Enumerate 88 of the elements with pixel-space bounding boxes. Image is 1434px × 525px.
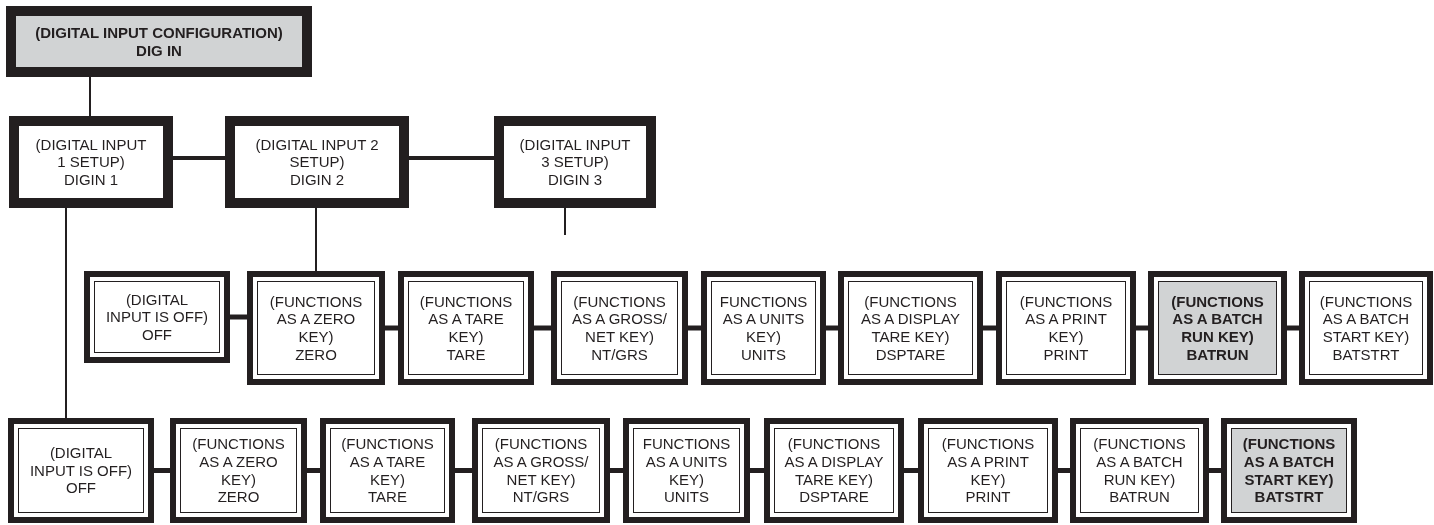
menu-code: DIG IN bbox=[136, 41, 182, 60]
menu-code: DIGIN 2 bbox=[289, 170, 345, 189]
menu-box bbox=[9, 116, 173, 208]
menu-code: DSPTARE bbox=[875, 345, 946, 364]
menu-box bbox=[701, 271, 826, 385]
connector-line bbox=[826, 325, 838, 331]
menu-code: DSPTARE bbox=[799, 488, 869, 506]
connector-line bbox=[610, 468, 623, 473]
menu-description: (FUNCTIONS AS A TARE KEY) bbox=[340, 435, 435, 489]
connector-line bbox=[1287, 325, 1299, 331]
connector-line bbox=[1209, 468, 1221, 473]
menu-box bbox=[1148, 271, 1287, 385]
connector-line bbox=[65, 207, 67, 419]
menu-box bbox=[1070, 418, 1209, 523]
menu-description: (FUNCTIONS AS A BATCH START KEY) bbox=[1318, 292, 1414, 346]
menu-box bbox=[247, 271, 385, 385]
menu-description: (FUNCTIONS AS A ZERO KEY) bbox=[191, 435, 286, 489]
menu-box bbox=[494, 116, 656, 208]
connector-line bbox=[307, 468, 320, 473]
menu-box bbox=[551, 271, 688, 385]
connector-line bbox=[750, 468, 764, 473]
menu-description: (DIGITAL INPUT IS OFF) bbox=[104, 290, 210, 326]
connector-line bbox=[904, 468, 918, 473]
menu-code: BATRUN bbox=[1109, 488, 1170, 506]
connector-line bbox=[983, 325, 996, 331]
menu-description: (FUNCTIONS AS A TARE KEY) bbox=[418, 292, 514, 346]
connector-line bbox=[534, 325, 551, 331]
menu-box bbox=[225, 116, 409, 208]
menu-description: (FUNCTIONS AS A BATCH RUN KEY) bbox=[1092, 435, 1187, 489]
menu-code: DIGIN 1 bbox=[63, 170, 119, 189]
menu-box bbox=[398, 271, 534, 385]
connector-line bbox=[409, 156, 494, 160]
connector-line bbox=[230, 314, 247, 320]
connector-line bbox=[315, 207, 317, 272]
menu-code: BATSTRT bbox=[1332, 345, 1400, 364]
menu-description: (FUNCTIONS AS A GROSS/ NET KEY) bbox=[492, 435, 590, 489]
connector-line bbox=[173, 156, 225, 160]
menu-description: (FUNCTIONS AS A DISPLAY TARE KEY) bbox=[860, 292, 961, 346]
menu-description: FUNCTIONS AS A UNITS KEY) bbox=[719, 292, 808, 346]
connector-line bbox=[564, 207, 566, 236]
menu-code: TARE bbox=[368, 488, 407, 506]
menu-box bbox=[8, 418, 154, 523]
menu-description: (FUNCTIONS AS A PRINT KEY) bbox=[1018, 292, 1114, 346]
menu-box bbox=[764, 418, 904, 523]
menu-box bbox=[996, 271, 1136, 385]
menu-box bbox=[918, 418, 1058, 523]
menu-description: (DIGITAL INPUT 1 SETUP) bbox=[34, 135, 148, 171]
menu-description: (DIGITAL INPUT CONFIGURATION) bbox=[35, 23, 283, 42]
menu-description: (FUNCTIONS AS A DISPLAY TARE KEY) bbox=[783, 435, 885, 489]
menu-box bbox=[6, 6, 312, 77]
connector-line bbox=[154, 468, 170, 473]
menu-description: FUNCTIONS AS A UNITS KEY) bbox=[642, 435, 731, 489]
menu-description: (FUNCTIONS AS A GROSS/ NET KEY) bbox=[570, 292, 668, 346]
menu-code: PRINT bbox=[1043, 345, 1089, 364]
menu-description: (FUNCTIONS AS A PRINT KEY) bbox=[940, 435, 1036, 489]
menu-code: UNITS bbox=[664, 488, 709, 506]
menu-description: (FUNCTIONS AS A ZERO KEY) bbox=[268, 292, 364, 346]
menu-code: OFF bbox=[142, 325, 172, 344]
menu-code: NT/GRS bbox=[591, 345, 648, 364]
connector-line bbox=[1136, 325, 1148, 331]
menu-box bbox=[623, 418, 750, 523]
menu-box bbox=[84, 271, 230, 363]
menu-code: PRINT bbox=[965, 488, 1011, 506]
menu-code: OFF bbox=[66, 479, 96, 497]
connector-line bbox=[385, 325, 398, 331]
menu-code: ZERO bbox=[217, 488, 260, 506]
connector-line bbox=[455, 468, 472, 473]
menu-code: NT/GRS bbox=[512, 488, 570, 506]
menu-code: BATRUN bbox=[1186, 345, 1249, 364]
menu-box bbox=[1221, 418, 1357, 523]
menu-code: DIGIN 3 bbox=[547, 170, 603, 189]
menu-box bbox=[472, 418, 610, 523]
menu-code: BATSTRT bbox=[1254, 488, 1324, 506]
menu-code: UNITS bbox=[741, 345, 786, 364]
menu-description: (FUNCTIONS AS A BATCH START KEY) bbox=[1241, 435, 1337, 489]
connector-line bbox=[1058, 468, 1070, 473]
menu-box bbox=[320, 418, 455, 523]
menu-box bbox=[170, 418, 307, 523]
connector-line bbox=[688, 325, 701, 331]
connector-line bbox=[89, 76, 91, 117]
menu-description: (DIGITAL INPUT 3 SETUP) bbox=[518, 135, 632, 171]
menu-code: ZERO bbox=[295, 345, 337, 364]
menu-code: TARE bbox=[446, 345, 486, 364]
menu-description: (DIGITAL INPUT 2 SETUP) bbox=[254, 135, 380, 171]
menu-box bbox=[838, 271, 983, 385]
menu-description: (FUNCTIONS AS A BATCH RUN KEY) bbox=[1170, 292, 1265, 346]
menu-box bbox=[1299, 271, 1433, 385]
menu-description: (DIGITAL INPUT IS OFF) bbox=[28, 444, 134, 480]
